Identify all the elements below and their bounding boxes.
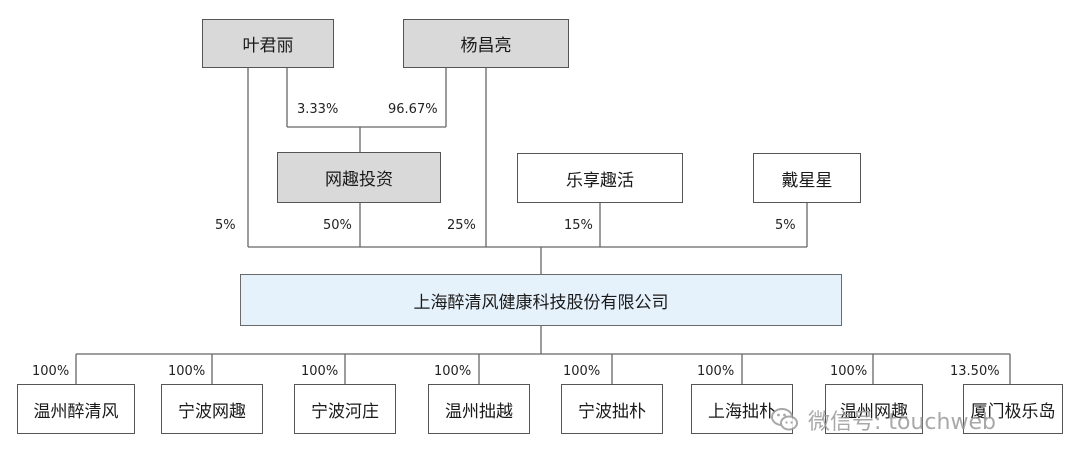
subsidiary-label: 上海拙朴	[708, 401, 776, 422]
wechat-icon	[771, 408, 798, 431]
company-box: 上海醉清风健康科技股份有限公司	[240, 274, 842, 326]
pct-subsidiary-3: 100%	[301, 364, 339, 379]
subsidiary-box: 温州醉清风	[17, 384, 135, 434]
company-label: 上海醉清风健康科技股份有限公司	[413, 292, 669, 313]
pct-yang-to-company: 25%	[447, 218, 476, 233]
shareholder-label: 乐享趣活	[566, 170, 634, 191]
subsidiary-box: 上海拙朴	[691, 384, 793, 434]
subsidiary-label: 宁波网趣	[178, 401, 246, 422]
pct-subsidiary-2: 100%	[168, 364, 206, 379]
pct-ye-to-wangqu: 3.33%	[297, 102, 339, 117]
subsidiary-box: 宁波河庄	[294, 384, 396, 434]
shareholder-label: 叶君丽	[242, 36, 294, 56]
pct-subsidiary-6: 100%	[697, 364, 735, 379]
subsidiary-label: 宁波河庄	[311, 401, 379, 422]
shareholder-label: 杨昌亮	[460, 36, 512, 56]
shareholder-label: 戴星星	[781, 170, 833, 191]
subsidiary-box: 温州拙越	[428, 384, 530, 434]
pct-subsidiary-8: 13.50%	[950, 364, 1000, 379]
shareholder-lexiang-quhuo: 乐享趣活	[517, 153, 683, 203]
pct-lexiang-to-company: 15%	[564, 218, 593, 233]
watermark-text: 微信号: touchweb	[808, 410, 996, 435]
shareholder-wangqu-touzi: 网趣投资	[277, 152, 441, 203]
pct-dai-to-company: 5%	[775, 218, 796, 233]
subsidiary-label: 厦门极乐岛	[970, 401, 1056, 422]
shareholder-label: 网趣投资	[325, 170, 393, 190]
pct-subsidiary-5: 100%	[563, 364, 601, 379]
subsidiary-box: 宁波拙朴	[561, 384, 663, 434]
shareholder-ye-junli: 叶君丽	[202, 19, 334, 68]
subsidiary-label: 温州网趣	[840, 401, 908, 422]
pct-subsidiary-4: 100%	[434, 364, 472, 379]
pct-subsidiary-7: 100%	[830, 364, 868, 379]
subsidiary-box: 温州网趣	[825, 384, 923, 434]
subsidiary-label: 宁波拙朴	[578, 401, 646, 422]
subsidiary-box: 厦门极乐岛	[963, 384, 1063, 434]
pct-subsidiary-1: 100%	[32, 364, 70, 379]
shareholder-yang-changliang: 杨昌亮	[403, 19, 569, 68]
subsidiary-box: 宁波网趣	[161, 384, 263, 434]
wechat-watermark: 微信号: touchweb	[770, 398, 996, 442]
subsidiary-label: 温州醉清风	[33, 401, 119, 422]
pct-yang-to-wangqu: 96.67%	[388, 102, 438, 117]
shareholder-dai-xingxing: 戴星星	[753, 153, 861, 203]
pct-wangqu-to-company: 50%	[323, 218, 352, 233]
pct-ye-to-company: 5%	[215, 218, 236, 233]
subsidiary-label: 温州拙越	[445, 401, 513, 422]
